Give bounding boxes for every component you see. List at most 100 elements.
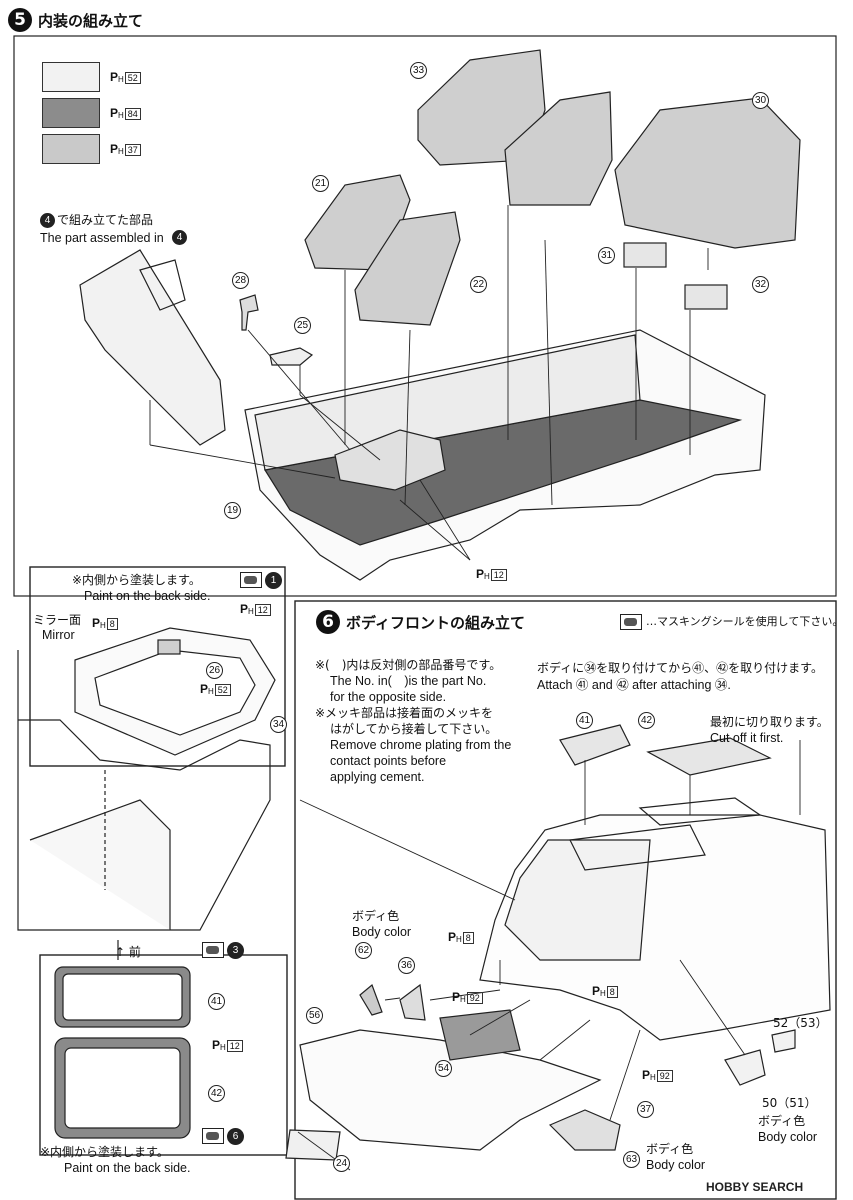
- part-callout-42: 42: [208, 1085, 225, 1102]
- part-callout-22: 22: [470, 276, 487, 293]
- body-color-jp-2: ボディ色: [646, 1142, 694, 1156]
- mirror-label-jp: ミラー面: [33, 613, 82, 627]
- windshield: [504, 839, 651, 961]
- masking-seal-icon: [240, 572, 262, 588]
- part-callout-24: 24: [333, 1155, 350, 1172]
- attach-note-en: Attach ㊶ and ㊷ after attaching ㉞.: [537, 678, 731, 692]
- dashboard-assembly: [79, 249, 226, 446]
- part-28: [239, 294, 259, 331]
- part-callout-30: 30: [752, 92, 769, 109]
- front-direction-label: ↑ 前: [115, 945, 141, 959]
- plate-24: [285, 1129, 341, 1161]
- mirror-52: [771, 1029, 796, 1053]
- part-callout-31: 31: [598, 247, 615, 264]
- mask-ref-6: 6: [227, 1128, 244, 1145]
- part-callout-21: 21: [312, 175, 329, 192]
- ref-step4-badge-2: 4: [172, 230, 187, 245]
- body-color-jp-3: ボディ色: [758, 1114, 806, 1128]
- part-26-shape: [157, 639, 181, 655]
- step5-number-badge: 5: [8, 8, 32, 32]
- note1-en-1: The No. in( )is the part No.: [330, 674, 487, 688]
- part-callout-50-51: 50（51）: [762, 1096, 817, 1110]
- window-42-inner: [64, 1047, 181, 1129]
- part-callout-19: 19: [224, 502, 241, 519]
- floor-carpet: [264, 399, 743, 546]
- part-callout-62: 62: [355, 942, 372, 959]
- part-callout-26: 26: [206, 662, 223, 679]
- part-callout-52-53: 52（53）: [773, 1016, 828, 1030]
- roof-window-42: [646, 737, 772, 776]
- detail-note-jp: ※内側から塗装します。: [72, 573, 201, 587]
- step6-title: ボディフロントの組み立て: [346, 614, 525, 632]
- part-callout-56: 56: [306, 1007, 323, 1024]
- note2-jp-2: はがしてから接着して下さい。: [330, 722, 498, 736]
- mask-ref-1: 1: [265, 572, 282, 589]
- attach-note-jp: ボディに㉞を取り付けてから㊶、㊷を取り付けます。: [537, 661, 823, 675]
- cut-note-en: Cut off it first.: [710, 731, 784, 745]
- step5-title: 内装の組み立て: [38, 12, 144, 30]
- part-callout-63: 63: [623, 1151, 640, 1168]
- step5-frame: [13, 35, 837, 597]
- body-color-en-3: Body color: [758, 1130, 818, 1144]
- mirror-50: [724, 1049, 766, 1086]
- body-left-partial: [17, 650, 271, 931]
- window-detail-frame: [39, 954, 288, 1156]
- mask-ref-3: 3: [227, 942, 244, 959]
- subassembly-note-jp: で組み立てた部品: [57, 213, 154, 227]
- part-callout-41b: 41: [576, 712, 593, 729]
- masking-seal-legend: …マスキングシールを使用して下さい。: [646, 615, 844, 628]
- roof-window-41: [559, 724, 631, 766]
- note1-jp: ※( )内は反対側の部品番号です。: [315, 658, 502, 672]
- mirror-label-en: Mirror: [42, 628, 75, 642]
- center-console: [334, 429, 446, 491]
- part-32: [684, 284, 728, 310]
- watermark: HOBBY SEARCH: [706, 1180, 804, 1194]
- part-31: [623, 242, 667, 268]
- masking-seal-icon-3: [202, 1128, 224, 1144]
- part-25: [269, 347, 314, 366]
- step6-frame: [294, 600, 837, 1200]
- part-callout-28: 28: [232, 272, 249, 289]
- grille-54: [439, 1009, 521, 1061]
- seat-30: [614, 97, 801, 249]
- window-41-inner: [62, 973, 183, 1021]
- detail-note-en: Paint on the back side.: [84, 589, 211, 603]
- window-note-jp: ※内側から塗装します。: [40, 1145, 169, 1159]
- body-color-en-1: Body color: [352, 925, 412, 939]
- seat-22: [354, 211, 461, 326]
- light-37: [548, 1109, 621, 1151]
- lamp-36: [399, 983, 426, 1021]
- subassembly-note-en: The part assembled in: [40, 231, 164, 245]
- masking-seal-icon-2: [202, 942, 224, 958]
- paint-swatch-84: [42, 98, 100, 128]
- note2-jp-1: ※メッキ部品は接着面のメッキを: [315, 706, 494, 720]
- seat-33-side: [504, 91, 613, 206]
- window-note-en: Paint on the back side.: [64, 1161, 191, 1175]
- body-color-jp-1: ボディ色: [352, 909, 400, 923]
- ref-step4-badge: 4: [40, 213, 55, 228]
- paint-swatch-52: [42, 62, 100, 92]
- masking-seal-legend-icon: [620, 614, 642, 630]
- body-color-en-2: Body color: [646, 1158, 706, 1172]
- part-callout-41: 41: [208, 993, 225, 1010]
- body-left-panel: [29, 799, 171, 930]
- sunroof-2: [638, 797, 762, 826]
- mirror-detail-frame: [29, 566, 286, 767]
- bumper-56: [299, 1029, 602, 1151]
- sunroof-1: [569, 824, 706, 871]
- part-62: [359, 983, 383, 1016]
- note2-en-2: contact points before: [330, 754, 447, 768]
- note2-en-3: applying cement.: [330, 770, 425, 784]
- note2-en-1: Remove chrome plating from the: [330, 738, 512, 752]
- steering-wheel: [139, 259, 186, 311]
